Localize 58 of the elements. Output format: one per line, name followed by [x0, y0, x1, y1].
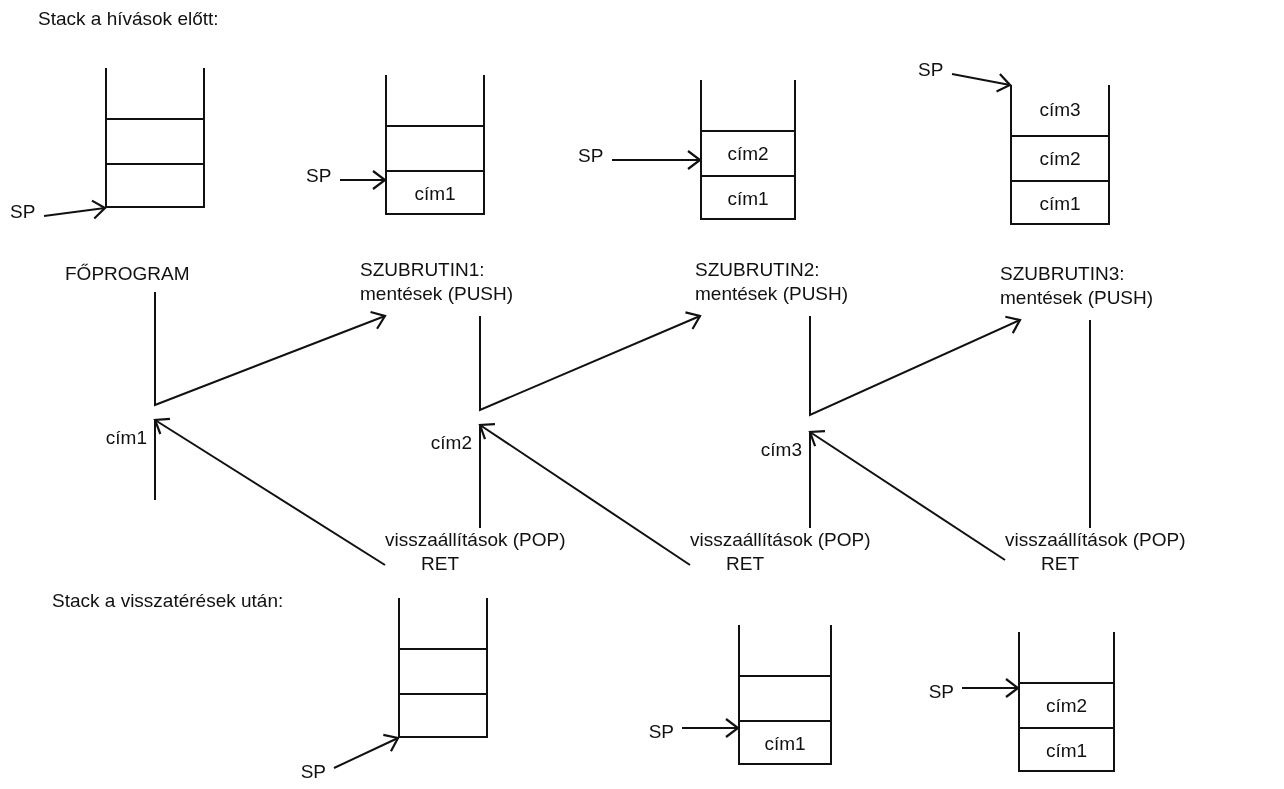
stack-cell: cím3	[1012, 85, 1108, 135]
pointer-arrow	[43, 199, 107, 220]
pointer-label: SP	[10, 200, 44, 224]
stack-frame	[385, 75, 485, 215]
stack-cell: cím1	[740, 720, 830, 765]
save-text: mentések (PUSH)	[1000, 286, 1155, 310]
return-address-label: cím3	[725, 430, 810, 466]
pointer-label: SP	[918, 58, 952, 82]
stack-cell: cím1	[1020, 727, 1113, 772]
pointer-arrow	[333, 733, 400, 769]
subroutine-heading: SZUBRUTIN3:	[1000, 262, 1126, 286]
return-address-label: cím1	[100, 418, 155, 452]
subroutine-heading: SZUBRUTIN1:	[360, 258, 486, 282]
return-address-label: cím2	[390, 423, 480, 457]
call-return-arrow	[478, 423, 691, 566]
call-return-arrow	[154, 291, 387, 407]
restore-text: visszaállítások (POP)	[690, 528, 872, 552]
call-return-arrow	[809, 315, 1022, 417]
pointer-label: SP	[928, 672, 962, 696]
return-instruction: RET	[725, 552, 765, 576]
restore-text: visszaállítások (POP)	[1005, 528, 1187, 552]
save-text: mentések (PUSH)	[695, 282, 850, 306]
save-text: mentések (PUSH)	[360, 282, 515, 306]
pointer-label: SP	[300, 752, 334, 776]
flow-line	[154, 419, 156, 501]
pointer-label: SP	[648, 712, 682, 736]
stack-frame	[1018, 632, 1115, 772]
section-heading: Stack a visszatérések után:	[52, 590, 284, 612]
stack-cell: cím1	[1012, 180, 1108, 225]
return-instruction: RET	[420, 552, 460, 576]
stack-cell: cím1	[387, 170, 483, 215]
flow-line	[1089, 319, 1091, 529]
stack-cell: cím2	[702, 130, 794, 175]
flow-line	[479, 424, 481, 529]
pointer-arrow	[611, 149, 702, 171]
stack-frame	[738, 625, 832, 765]
pointer-label: SP	[578, 144, 612, 168]
stack-frame	[105, 68, 205, 208]
stack-frame	[398, 598, 488, 738]
pointer-arrow	[339, 169, 387, 191]
program-heading: FŐPROGRAM	[65, 262, 235, 292]
call-return-arrow	[153, 417, 386, 566]
stack-cell: cím1	[702, 175, 794, 220]
subroutine-heading: SZUBRUTIN2:	[695, 258, 821, 282]
restore-text: visszaállítások (POP)	[385, 528, 567, 552]
pointer-label: SP	[306, 164, 340, 188]
section-heading: Stack a hívások előtt:	[38, 8, 219, 30]
pointer-arrow	[951, 72, 1012, 93]
call-return-arrow	[479, 311, 702, 412]
stack-cell: cím2	[1020, 682, 1113, 727]
pointer-arrow	[681, 717, 740, 739]
stack-cell: cím2	[1012, 135, 1108, 180]
call-return-arrow	[808, 429, 1006, 561]
stack-frame	[1010, 85, 1110, 225]
flow-line	[809, 431, 811, 529]
stack-frame	[700, 80, 796, 220]
pointer-arrow	[961, 677, 1020, 699]
return-instruction: RET	[1040, 552, 1080, 576]
